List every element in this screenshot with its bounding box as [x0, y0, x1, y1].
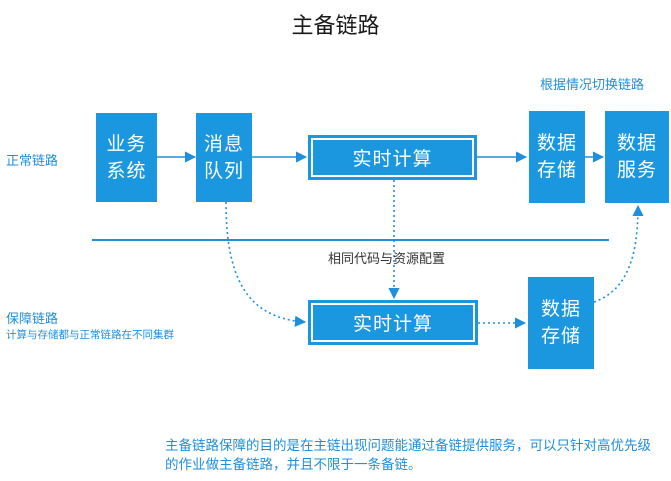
- data-storage-main-line-2: 存储: [536, 159, 577, 181]
- business-system-line-1: 业务: [106, 132, 147, 155]
- data-service-line-2: 服务: [616, 159, 657, 181]
- business-system-box: 业务 系统: [96, 113, 157, 202]
- realtime-compute-backup-label: 实时计算: [311, 303, 475, 342]
- message-queue-line-2: 队列: [203, 159, 244, 182]
- dotted-arrow-queue-to-backup: [225, 201, 307, 327]
- realtime-compute-main-box: 实时计算: [308, 135, 477, 180]
- message-queue-line-1: 消息: [203, 132, 244, 155]
- backup-link-note: 计算与存储都与正常链路在不同集群: [6, 329, 174, 341]
- footer-description: 主备链路保障的目的是在主链出现问题能通过备链提供服务，可以只针对高优先级的作业做…: [165, 438, 651, 473]
- switch-link-note: 根据情况切换链路: [540, 78, 645, 93]
- data-storage-backup-box: 数据 存储: [528, 277, 594, 369]
- data-storage-backup-line-1: 数据: [540, 298, 581, 320]
- dotted-arrow-backup-storage-to-service: [593, 204, 644, 303]
- realtime-compute-backup-box: 实时计算: [308, 300, 478, 345]
- business-system-line-2: 系统: [106, 159, 147, 182]
- same-code-config-note: 相同代码与资源配置: [328, 252, 446, 267]
- data-service-line-1: 数据: [616, 132, 657, 154]
- backup-link-label: 保障链路: [6, 312, 59, 327]
- data-storage-main-box: 数据 存储: [529, 111, 585, 203]
- data-storage-main-line-1: 数据: [536, 132, 577, 154]
- realtime-compute-main-label: 实时计算: [311, 138, 474, 177]
- normal-link-label: 正常链路: [6, 154, 59, 169]
- message-queue-box: 消息 队列: [196, 113, 252, 202]
- data-service-box: 数据 服务: [605, 111, 669, 203]
- diagram-title: 主备链路: [291, 14, 380, 39]
- data-storage-backup-line-2: 存储: [540, 325, 581, 347]
